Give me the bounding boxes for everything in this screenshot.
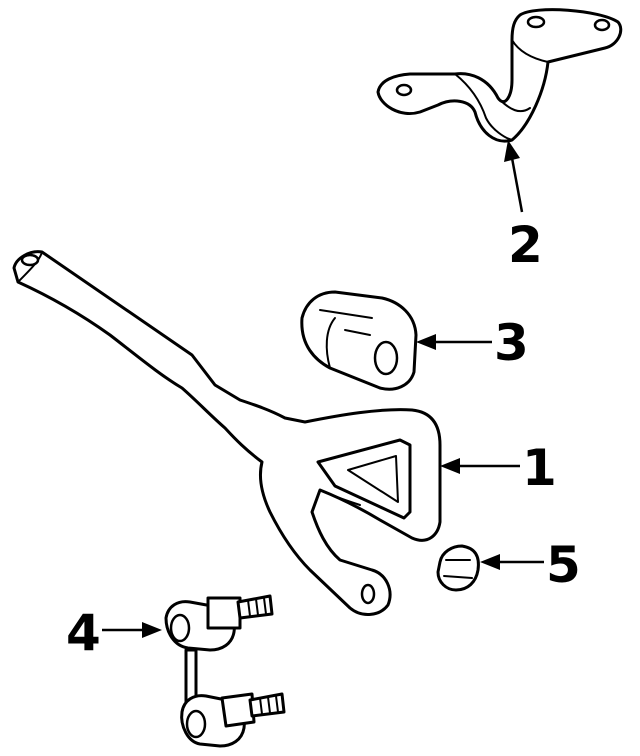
stabilizer-bar-part: [12, 250, 442, 616]
callout-label-5: 5: [546, 536, 581, 594]
leader-line-2: [510, 157, 524, 213]
callout-3: 3: [416, 314, 529, 372]
arrowhead-3: [416, 334, 436, 350]
arrowhead-4: [142, 622, 162, 638]
callout-label-3: 3: [494, 314, 529, 372]
bracket-part: [376, 8, 623, 143]
arrowhead-1: [440, 458, 460, 474]
nut-part: [436, 544, 480, 592]
bushing-part: [300, 290, 418, 391]
arrowhead-2: [504, 140, 520, 162]
callout-5: 5: [480, 536, 581, 594]
stabilizer-link-part: [164, 594, 286, 748]
arrowhead-5: [480, 554, 500, 570]
callout-label-4: 4: [66, 604, 101, 662]
callout-4: 4: [66, 604, 162, 662]
callout-label-2: 2: [508, 216, 543, 274]
callout-label-1: 1: [522, 439, 557, 497]
callout-1: 1: [440, 439, 557, 497]
callout-2: 2: [504, 140, 543, 274]
